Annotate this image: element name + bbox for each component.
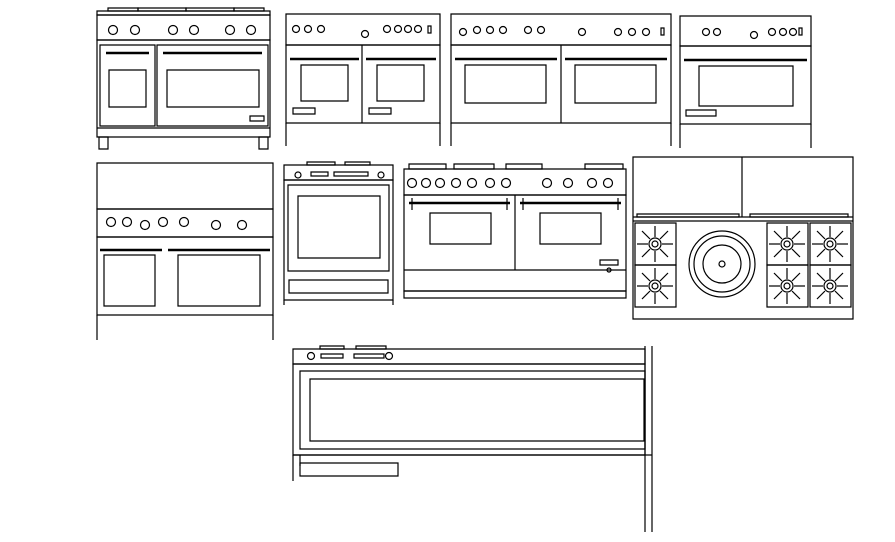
range-2-knobs: [293, 26, 432, 38]
range-1: [97, 8, 270, 149]
range-4: [680, 16, 811, 148]
range-3-knobs: [460, 27, 665, 36]
range-7: [404, 164, 626, 298]
range-5: [97, 163, 273, 340]
range-3: [451, 14, 671, 146]
range-1-knobs: [109, 26, 256, 35]
cooktop-burner-grates: [635, 223, 851, 307]
range-4-knobs: [703, 28, 803, 39]
cooktop-burners: [637, 226, 848, 304]
range-6: [284, 162, 393, 305]
cooktop-center-burner: [689, 231, 755, 297]
cooktop-plan: [633, 157, 853, 319]
range-5-knobs: [107, 218, 247, 230]
range-7-knobs: [408, 179, 613, 188]
range-9: [293, 346, 652, 532]
range-2: [286, 14, 440, 146]
